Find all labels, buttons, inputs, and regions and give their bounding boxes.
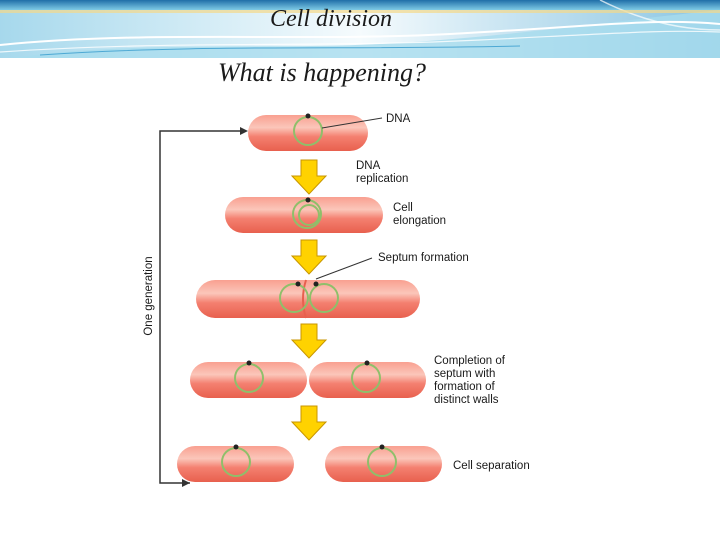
cell-stage-1 (248, 113, 383, 151)
dna-ring (309, 283, 339, 313)
label-completion-1: Completion of (434, 355, 506, 367)
origin-dot (305, 113, 311, 119)
septum (302, 279, 307, 319)
label-dna: DNA (386, 113, 411, 125)
dna-ring-replicated (298, 204, 320, 226)
origin-dot (379, 444, 385, 450)
origin-dot (364, 360, 370, 366)
down-arrow-icon (290, 405, 328, 441)
label-dna-replication-2: replication (356, 173, 408, 185)
down-arrow-icon (290, 323, 328, 359)
bacterial-cell-right (309, 362, 426, 398)
cell-stage-5 (177, 444, 442, 482)
cell-stage-2 (225, 197, 383, 233)
septum-pointer (315, 257, 373, 280)
slide-title: Cell division (270, 6, 392, 32)
origin-dot (295, 281, 301, 287)
cell-stage-3 (196, 279, 420, 319)
label-cell-separation: Cell separation (453, 460, 530, 472)
down-arrow-icon (290, 239, 328, 275)
label-completion-2: septum with (434, 368, 495, 380)
down-arrow-icon (290, 159, 328, 195)
label-completion-4: distinct walls (434, 394, 499, 406)
generation-bracket (159, 127, 248, 487)
dna-pointer (321, 117, 383, 129)
bracket-arrow-bottom (182, 479, 190, 487)
label-dna-replication-1: DNA (356, 160, 381, 172)
origin-dot (246, 360, 252, 366)
one-generation-label: One generation (143, 256, 155, 335)
label-septum-formation: Septum formation (378, 252, 469, 264)
header-banner (0, 0, 720, 60)
bacterial-cell-left (190, 362, 307, 398)
origin-dot (313, 281, 319, 287)
bacterial-cell (225, 197, 383, 233)
banner-graphic (0, 0, 720, 60)
bacterial-cell-right (325, 446, 442, 482)
dna-ring (279, 283, 309, 313)
label-cell-elongation-2: elongation (393, 215, 446, 227)
label-cell-elongation-1: Cell (393, 202, 413, 214)
origin-dot (305, 197, 311, 203)
bacterial-cell-left (177, 446, 294, 482)
bacterial-cell (248, 115, 368, 151)
label-completion-3: formation of (434, 381, 496, 393)
slide-subtitle: What is happening? (218, 58, 426, 87)
bracket-arrow-top (240, 127, 248, 135)
cell-stage-4 (190, 360, 426, 398)
origin-dot (233, 444, 239, 450)
